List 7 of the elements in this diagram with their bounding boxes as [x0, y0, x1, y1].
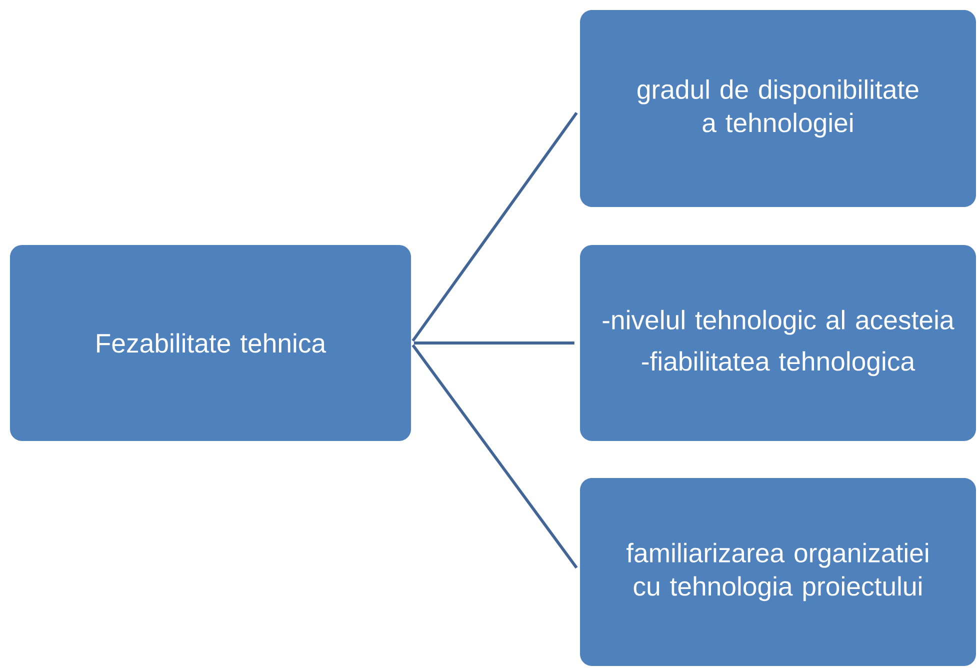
- process-box: gradul de disponibilitate a tehnologiei: [580, 10, 976, 208]
- connector-line: [412, 112, 578, 342]
- process-box: familiarizarea organizatiei cu tehnologia proiectului: [580, 478, 976, 666]
- connector-line: [414, 342, 574, 344]
- process-box: -nivelul tehnologic al acesteia -fiabilitatea tehnologica: [580, 245, 976, 441]
- connector-line: [412, 344, 578, 569]
- process-box: Fezabilitate tehnica: [10, 245, 412, 441]
